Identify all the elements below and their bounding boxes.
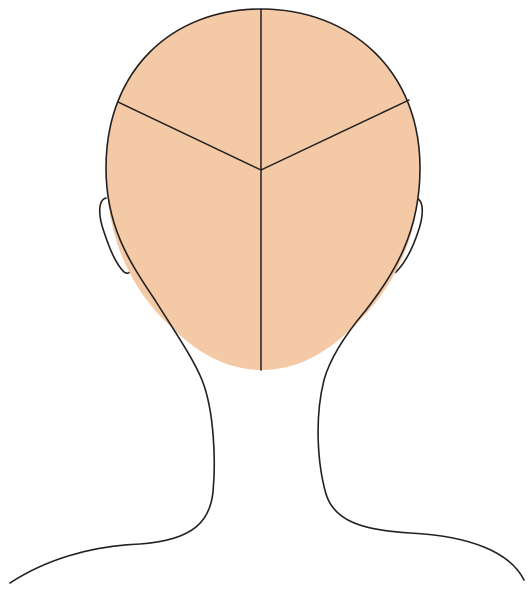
neck-shoulder-right <box>318 310 524 580</box>
neck-shoulder-left <box>10 300 214 583</box>
face-shape <box>106 9 420 370</box>
